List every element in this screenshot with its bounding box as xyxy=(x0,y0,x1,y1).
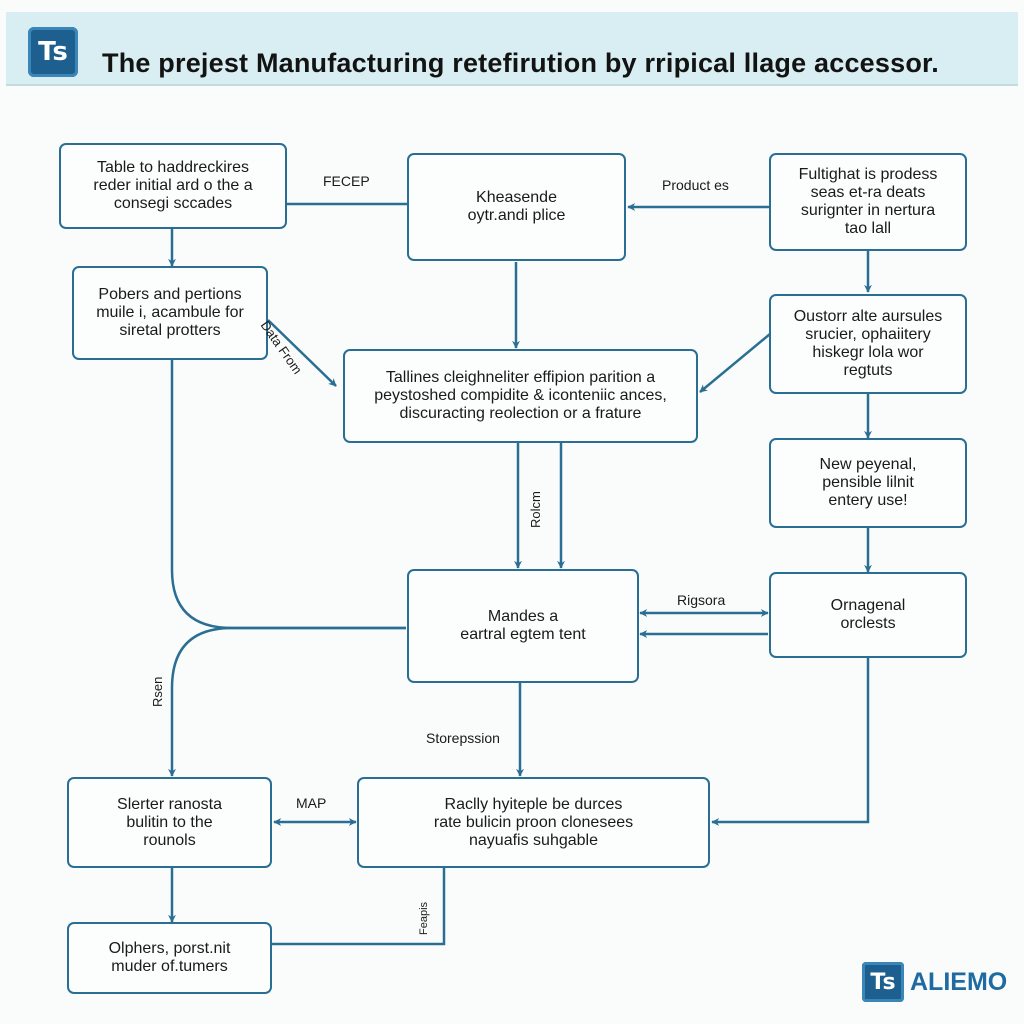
brand-logo: Ts ALIEMO xyxy=(862,962,1007,1002)
edge-n11-n12 xyxy=(272,868,446,946)
node-6: Oustorr alte aursules srucier, ophaiiter… xyxy=(769,294,967,394)
node-10-text: Slerter ranosta bulitin to the rounols xyxy=(117,795,222,849)
node-11-text: Raclly hyiteple be durces rate bulicin p… xyxy=(433,795,634,849)
edge-n6-n5 xyxy=(699,333,771,393)
logo-icon: Ts xyxy=(28,27,78,77)
edge-label-rigsora: Rigsora xyxy=(677,592,726,608)
node-10: Slerter ranosta bulitin to the rounols xyxy=(67,777,272,868)
node-1-text: Table to haddreckires reder initial ard … xyxy=(93,159,253,212)
node-7-text: New peyenal, pensible lilnit entery use! xyxy=(819,456,917,509)
node-12: Olphers, porst.nit muder of.tumers xyxy=(67,922,272,994)
edge-n9-n11 xyxy=(711,658,870,826)
node-6-text: Oustorr alte aursules srucier, ophaiiter… xyxy=(793,308,943,379)
brand-name: ALIEMO xyxy=(910,967,1008,996)
node-3-text: Fultighat is prodess seas et-ra deats su… xyxy=(798,166,938,237)
edge-n4-n5 xyxy=(267,319,337,387)
node-3: Fultighat is prodess seas et-ra deats su… xyxy=(769,153,967,251)
edge-label-storepssion: Storepssion xyxy=(426,730,500,746)
node-11: Raclly hyiteple be durces rate bulicin p… xyxy=(357,777,710,868)
edge-label-fecep: FECEP xyxy=(323,173,370,189)
node-4: Pobers and pertions muile i, acambule fo… xyxy=(72,266,268,360)
node-9: Ornagenal orclests xyxy=(769,572,967,658)
node-2: Kheasende oytr.andi plice xyxy=(407,153,626,261)
node-12-text: Olphers, porst.nit muder of.tumers xyxy=(108,940,231,975)
edge-label-rolcm: Rolcm xyxy=(528,491,543,528)
brand-logo-icon: Ts xyxy=(862,962,904,1002)
node-9-text: Ornagenal orclests xyxy=(830,597,906,632)
node-5-text: Tallines cleighneliter effipion parition… xyxy=(374,369,667,422)
node-8-text: Mandes a eartral egtem tent xyxy=(460,608,586,643)
node-4-text: Pobers and pertions muile i, acambule fo… xyxy=(96,286,244,339)
node-1: Table to haddreckires reder initial ard … xyxy=(59,143,287,229)
edge-label-feapis: Feapis xyxy=(418,901,430,935)
page-title: The prejest Manufacturing retefirution b… xyxy=(102,48,939,78)
edge-n8-n10 xyxy=(168,626,406,777)
title-banner: Ts The prejest Manufacturing retefirutio… xyxy=(6,12,1018,86)
node-7: New peyenal, pensible lilnit entery use! xyxy=(769,438,967,528)
node-8: Mandes a eartral egtem tent xyxy=(407,569,639,683)
node-2-text: Kheasende oytr.andi plice xyxy=(467,189,566,224)
edge-label-products: Product es xyxy=(662,177,729,193)
edge-label-map: MAP xyxy=(296,795,327,811)
edge-label-rsen: Rsen xyxy=(150,676,165,707)
node-5: Tallines cleighneliter effipion parition… xyxy=(343,349,698,443)
